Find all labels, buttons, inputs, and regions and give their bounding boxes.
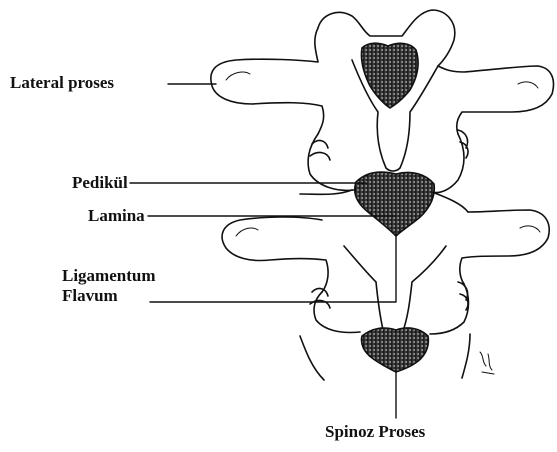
upper-facet-right [458, 130, 468, 158]
upper-vertebra [211, 10, 554, 193]
lower-right-transverse-process [460, 210, 549, 284]
leader-ligamentum [150, 236, 396, 302]
label-ligamentum-line2: Flavum [62, 286, 156, 306]
lower-spinous-shaded [361, 328, 428, 372]
label-ligamentum-flavum: Ligamentum Flavum [62, 266, 156, 305]
lower-facet-right [458, 282, 468, 310]
label-pedikul: Pedikül [72, 173, 128, 193]
lower-lamina-outline [344, 246, 446, 337]
lower-body-right [430, 284, 469, 334]
label-lamina: Lamina [88, 206, 145, 226]
lower-body-left [314, 292, 360, 333]
upper-right-transverse-process [438, 66, 553, 134]
upper-facet-left [310, 141, 330, 160]
label-lateral-proses: Lateral proses [10, 73, 114, 93]
label-ligamentum-line1: Ligamentum [62, 266, 156, 286]
upper-inferior-articular-right [432, 134, 464, 193]
lower-facet-left [310, 289, 330, 308]
label-spinoz-proses: Spinoz Proses [325, 422, 425, 442]
pedicle-shaded [355, 172, 435, 236]
lower-left-transverse-process [222, 217, 328, 292]
artist-signature [480, 352, 494, 374]
upper-left-transverse-process [211, 28, 324, 134]
